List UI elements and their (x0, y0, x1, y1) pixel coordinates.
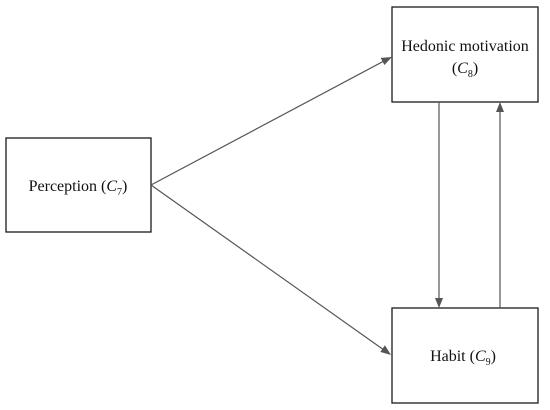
perception-variable: C (106, 178, 117, 195)
habit-box (391, 307, 539, 404)
hedonic-open-paren: ( (452, 60, 457, 77)
arrow-perception-to-habit (150, 184, 385, 351)
hedonic-close-paren: ) (473, 60, 478, 77)
perception-label-text: Perception ( (29, 178, 107, 195)
habit-subscript: 9 (486, 357, 491, 368)
habit-variable: C (475, 348, 486, 365)
habit-close-paren: ) (491, 348, 496, 365)
habit-label: Habit (C9) (430, 348, 496, 368)
perception-subscript: 7 (117, 187, 122, 198)
arrowhead-perception-to-hedonic (380, 57, 392, 65)
hedonic-variable: C (457, 60, 468, 77)
hedonic-motivation-label: Hedonic motivation (401, 38, 529, 55)
arrowhead-perception-to-habit (380, 345, 391, 355)
hedonic-motivation-code: (C8) (452, 60, 478, 80)
perception-close-paren: ) (122, 178, 127, 195)
hedonic-subscript: 8 (468, 69, 473, 80)
arrowhead-habit-to-hedonic (496, 102, 504, 112)
hedonic-motivation-box (391, 6, 539, 103)
perception-label: Perception (C7) (29, 178, 128, 198)
habit-label-text: Habit ( (430, 348, 475, 365)
arrow-perception-to-hedonic (150, 60, 385, 186)
perception-box (5, 137, 152, 233)
arrowhead-hedonic-to-habit (435, 298, 443, 308)
